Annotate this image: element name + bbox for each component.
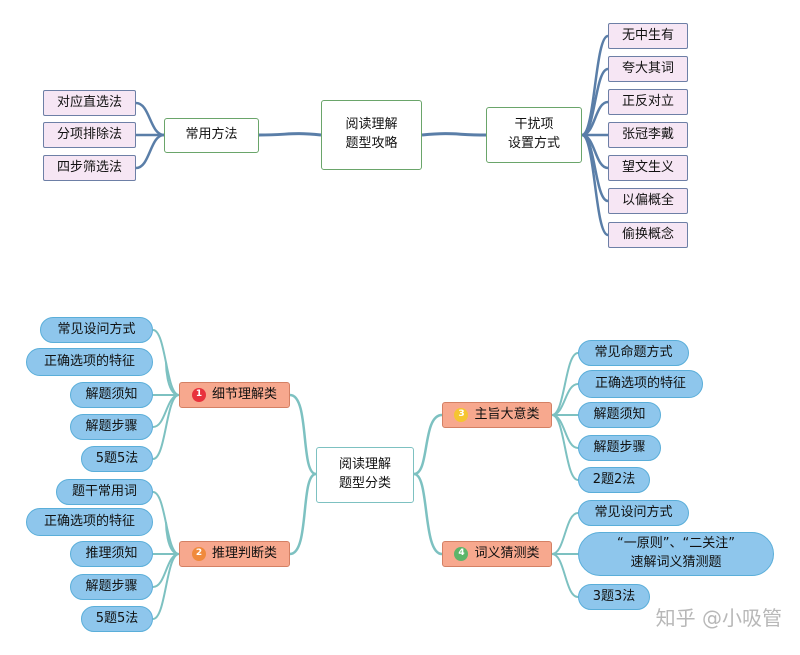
link-distractor-7: [581, 133, 609, 237]
category-item: 解题须知: [578, 402, 661, 428]
category-label: 主旨大意类: [474, 406, 540, 422]
distractor-item: 偷换概念: [608, 222, 688, 248]
method-item: 对应直选法: [43, 90, 136, 116]
category-main-idea: 3 主旨大意类: [442, 402, 552, 428]
distractor-item: 夸大其词: [608, 56, 688, 82]
category-item: 推理须知: [70, 541, 153, 567]
category-item: 正确选项的特征: [26, 508, 153, 536]
number-badge: 4: [454, 547, 469, 561]
category-item: 解题步骤: [70, 414, 153, 440]
link-center-to-methods: [258, 132, 322, 137]
category-label: 词义猜测类: [474, 545, 540, 561]
category-item: 3题3法: [578, 584, 650, 610]
category-item: 解题须知: [70, 382, 153, 408]
number-badge: 2: [191, 547, 206, 561]
link-center-to-cat2: [289, 472, 317, 556]
distractor-item: 望文生义: [608, 155, 688, 181]
category-item: 解题步骤: [578, 435, 661, 461]
distractor-item: 张冠李戴: [608, 122, 688, 148]
link-center-to-cat1: [289, 393, 317, 476]
link-center-to-distractors: [421, 132, 487, 137]
link-method-1: [135, 101, 165, 137]
category-item: 正确选项的特征: [26, 348, 153, 376]
link-center-to-cat4: [413, 472, 443, 556]
category-item: 5题5法: [81, 606, 153, 632]
bottom-center-node: 阅读理解 题型分类: [316, 447, 414, 503]
watermark: 知乎 @小吸管: [655, 606, 782, 630]
category-detail: 1 细节理解类: [179, 382, 290, 408]
methods-node: 常用方法: [164, 118, 259, 153]
top-center-node: 阅读理解 题型攻略: [321, 100, 422, 170]
category-item: 常见设问方式: [578, 500, 689, 526]
category-label: 细节理解类: [211, 386, 277, 402]
category-word-meaning: 4 词义猜测类: [442, 541, 552, 567]
category-item: 常见设问方式: [40, 317, 153, 343]
category-item: 2题2法: [578, 467, 650, 493]
distractor-item: 正反对立: [608, 89, 688, 115]
category-label: 推理判断类: [211, 545, 277, 561]
distractor-item: 以偏概全: [608, 188, 688, 214]
category-item: 5题5法: [81, 446, 153, 472]
category-inference: 2 推理判断类: [179, 541, 290, 567]
method-item: 四步筛选法: [43, 155, 136, 181]
number-badge: 3: [454, 408, 469, 422]
category-item: 常见命题方式: [578, 340, 689, 366]
link-method-3: [135, 133, 165, 170]
category-item: 正确选项的特征: [578, 370, 703, 398]
distractors-node: 干扰项 设置方式: [486, 107, 582, 163]
distractor-item: 无中生有: [608, 23, 688, 49]
number-badge: 1: [191, 388, 206, 402]
link-center-to-cat3: [413, 413, 443, 476]
category-item: 题干常用词: [56, 479, 153, 505]
method-item: 分项排除法: [43, 122, 136, 148]
category-item: “一原则”、“二关注” 速解词义猜测题: [578, 532, 774, 576]
category-item: 解题步骤: [70, 574, 153, 600]
